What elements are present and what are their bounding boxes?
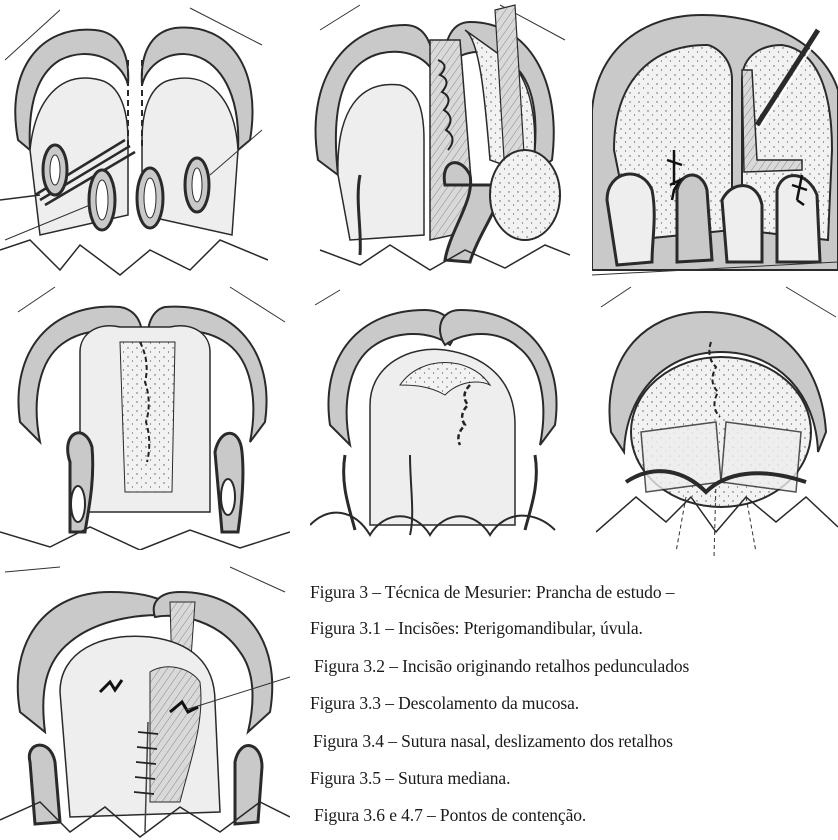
- figure-3-4-illustration: [0, 282, 290, 550]
- figure-3-5-caption: Figura 3.5 – Sutura mediana.: [310, 768, 510, 789]
- figure-3-7-illustration: [0, 562, 290, 840]
- figure-3-5-illustration: [310, 285, 572, 547]
- figure-captions: Figura 3 – Técnica de Mesurier: Prancha …: [310, 576, 838, 840]
- figure-3-caption: Figura 3 – Técnica de Mesurier: Prancha …: [310, 582, 674, 603]
- figure-3-2-illustration: [300, 0, 570, 275]
- figure-3-4-caption: Figura 3.4 – Sutura nasal, deslizamento …: [313, 731, 673, 752]
- figure-3-3-illustration: [592, 0, 838, 282]
- figure-3-1-caption: Figura 3.1 – Incisões: Pterigomandibular…: [310, 618, 643, 639]
- figure-3-6-illustration: [596, 282, 838, 562]
- figure-3-3-caption: Figura 3.3 – Descolamento da mucosa.: [310, 693, 579, 714]
- figure-3-2-caption: Figura 3.2 – Incisão originando retalhos…: [314, 656, 689, 677]
- figure-3-1-illustration: [0, 0, 268, 282]
- figure-3-6-caption: Figura 3.6 e 4.7 – Pontos de contenção.: [314, 805, 586, 826]
